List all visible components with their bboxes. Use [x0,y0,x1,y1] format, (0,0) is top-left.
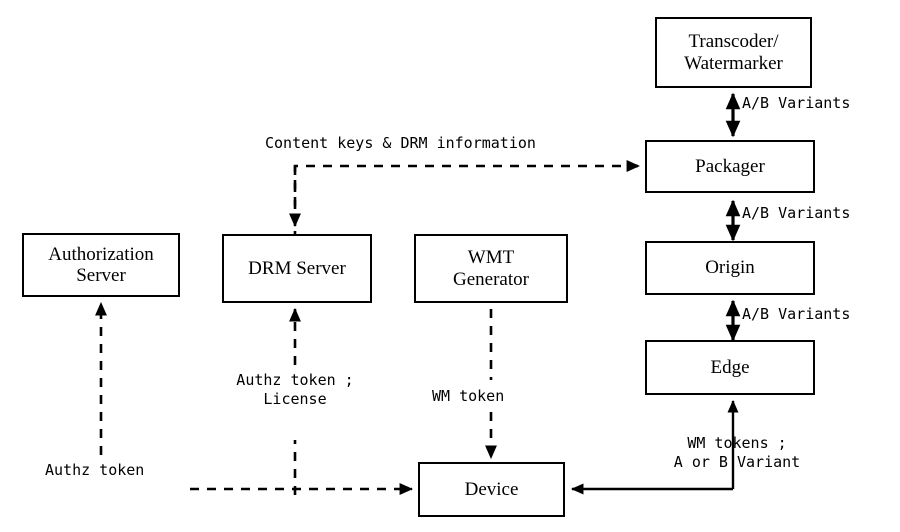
node-transcoder-watermarker[interactable]: Transcoder/ Watermarker [655,17,812,88]
edge-label-ab-variants-origin-edge: A/B Variants [742,305,851,323]
node-edge[interactable]: Edge [645,340,815,395]
node-transcoder-watermarker-label: Transcoder/ Watermarker [684,31,783,74]
node-drm-server-label: DRM Server [248,257,346,279]
node-device-label: Device [464,478,519,500]
edge-label-ab-variants-packager-origin: A/B Variants [742,204,851,222]
edge-label-authz-token-license: Authz token ; License [236,371,354,408]
edge-label-authz-token: Authz token [45,461,145,479]
edge-label-wm-tokens-a-or-b-variant: WM tokens ; A or B Variant [673,434,801,471]
node-edge-label: Edge [710,356,750,378]
edge-label-wm-token: WM token [432,387,505,405]
node-packager[interactable]: Packager [645,140,815,193]
edge-label-ab-variants-transcoder-packager: A/B Variants [742,94,851,112]
node-authorization-server-label: Authorization Server [48,243,154,286]
node-origin[interactable]: Origin [645,241,815,295]
edge-label-content-keys-drm-information: Content keys & DRM information [265,134,536,152]
node-device[interactable]: Device [418,462,565,517]
connector-drm-to-packager [293,160,641,240]
node-wmt-generator-label: WMT Generator [453,247,529,290]
node-packager-label: Packager [695,155,765,177]
node-authorization-server[interactable]: Authorization Server [22,233,180,297]
node-drm-server[interactable]: DRM Server [222,234,372,303]
node-origin-label: Origin [705,257,755,279]
node-wmt-generator[interactable]: WMT Generator [414,234,568,303]
